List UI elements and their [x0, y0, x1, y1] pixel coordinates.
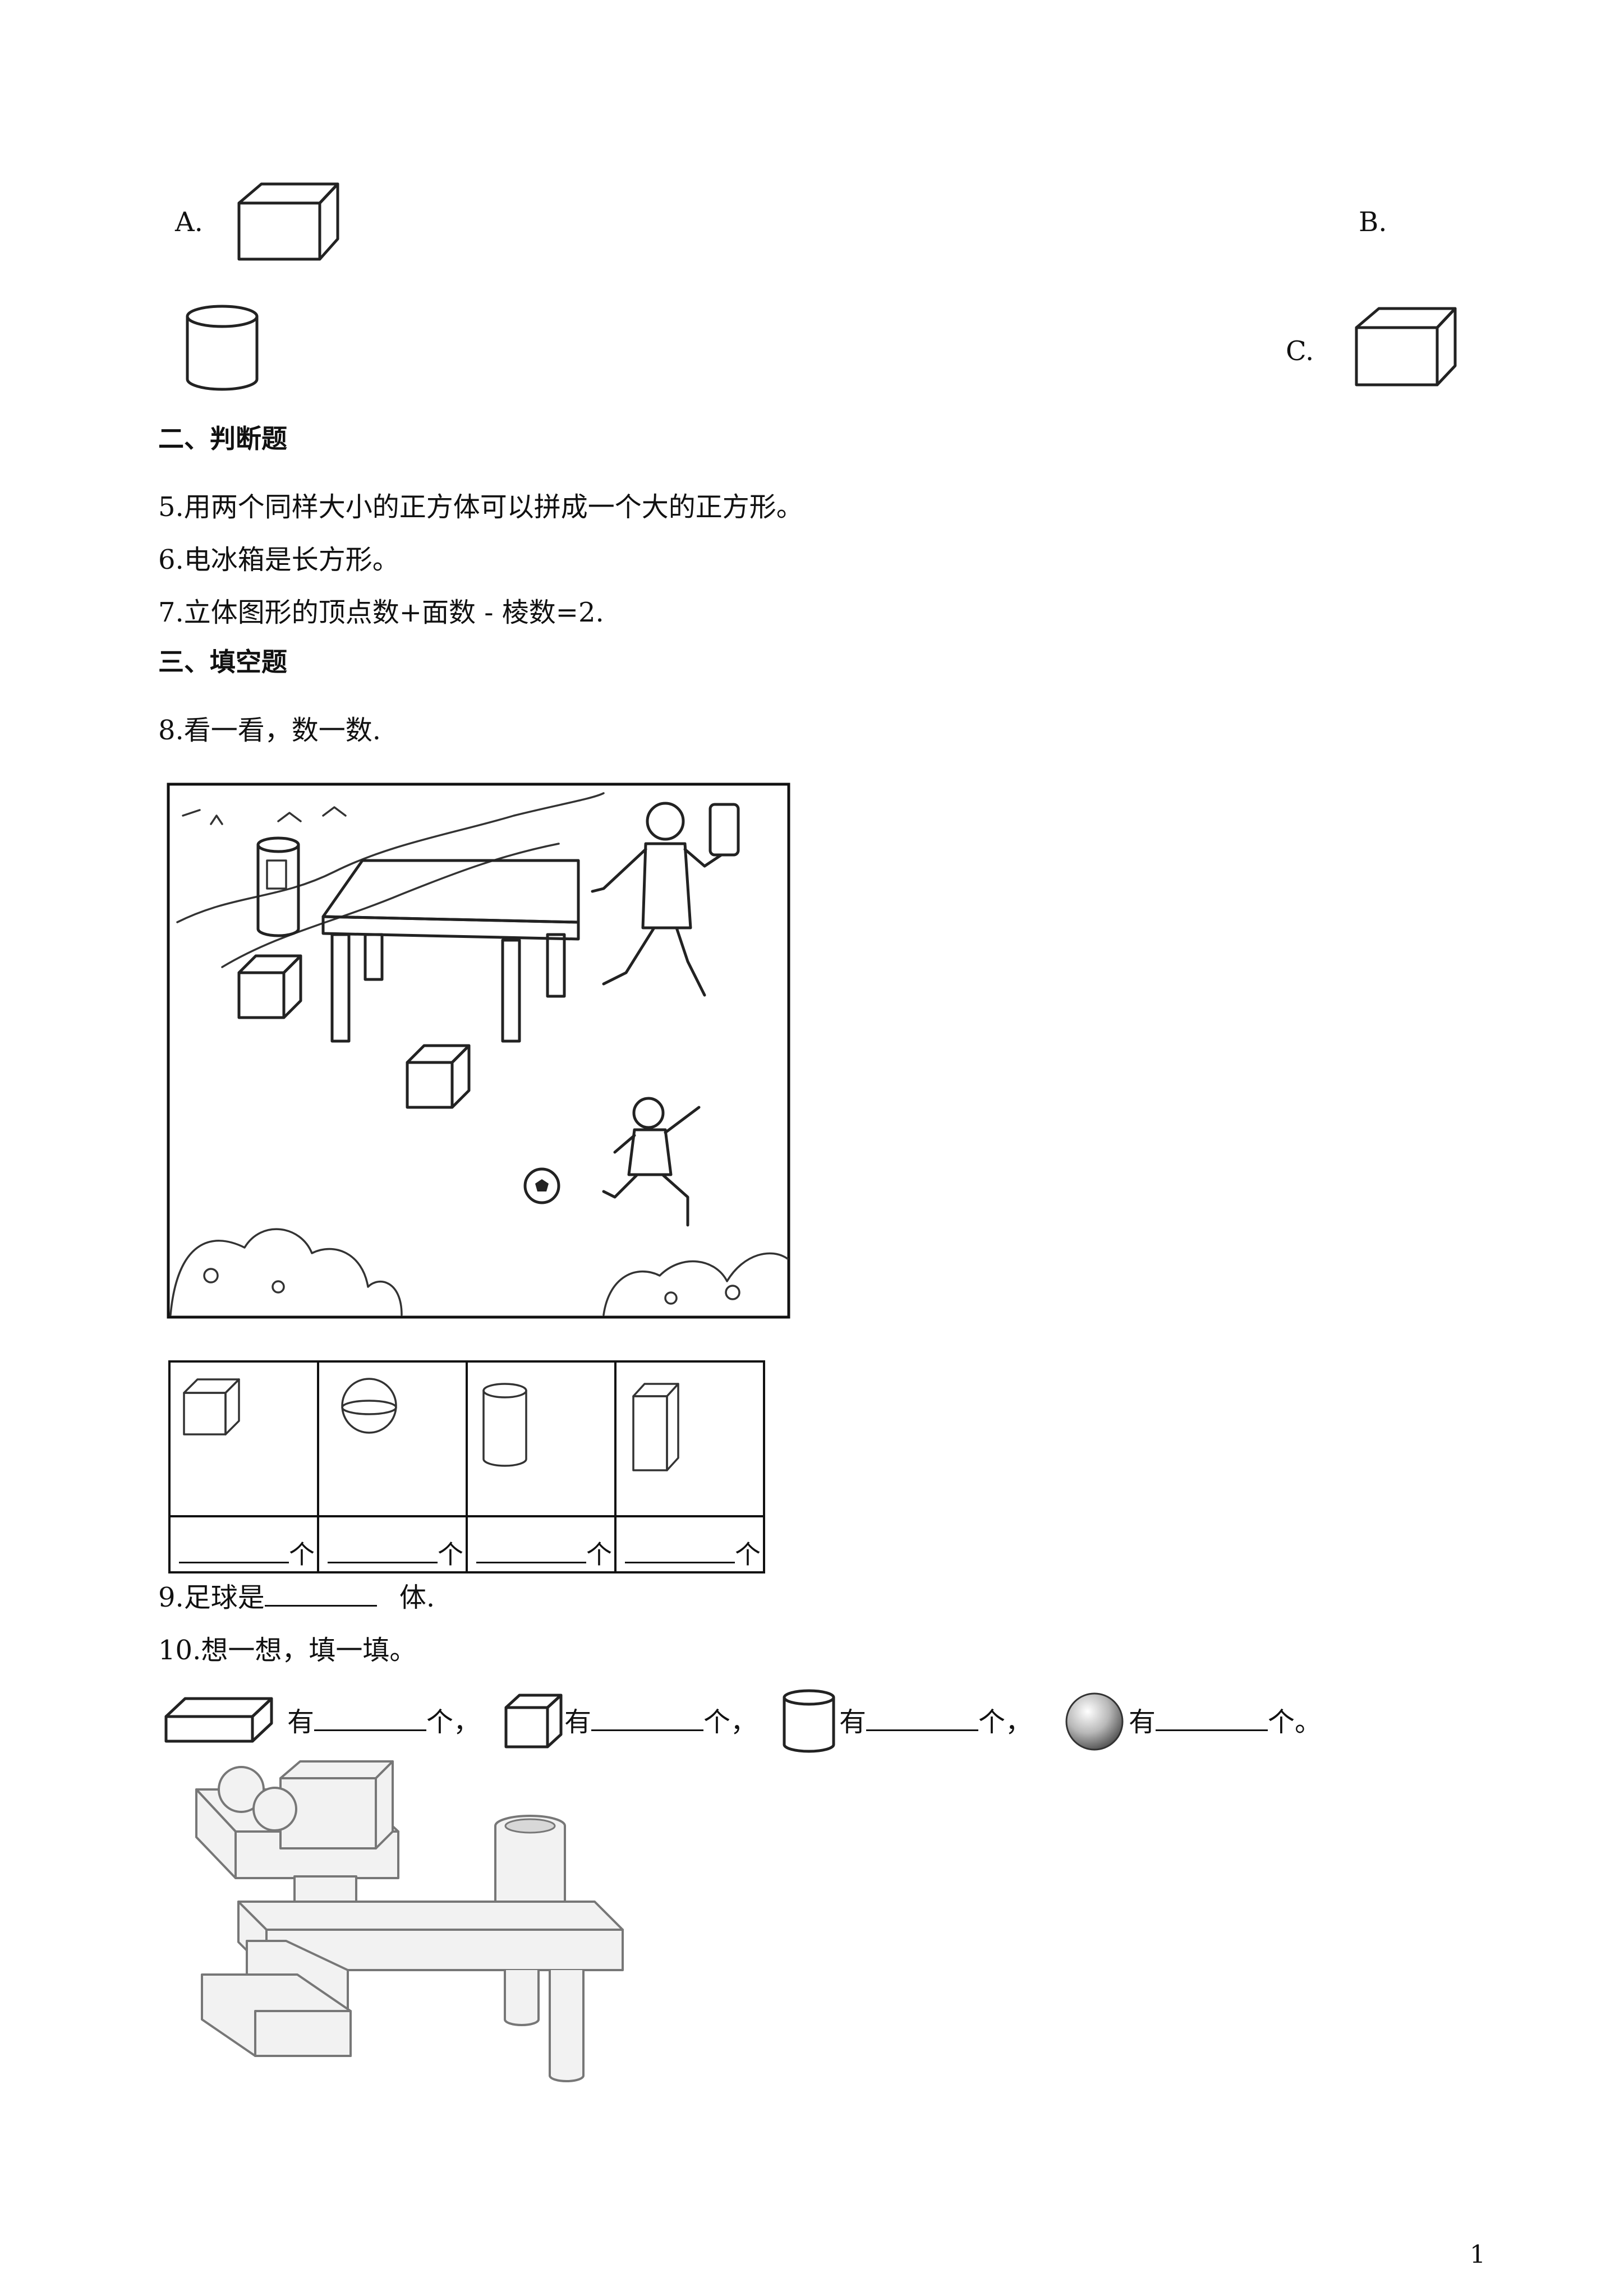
table-cell-sphere	[317, 1360, 468, 1517]
question-9: 9.足球是体.	[158, 1582, 435, 1613]
block-structure-illustration	[195, 1760, 624, 2082]
box-cube	[237, 954, 302, 1019]
page-number: 1	[1470, 2240, 1485, 2269]
box-cube	[406, 1044, 471, 1109]
table-cell-cube	[168, 1360, 319, 1517]
cylinder-icon	[482, 1383, 527, 1467]
option-b-label: B.	[1359, 206, 1387, 238]
q10-item-cylinder: 有个，	[839, 1706, 1033, 1738]
q10-item-cube: 有个，	[564, 1706, 758, 1738]
trash-can-cylinder	[256, 836, 300, 937]
cube-icon	[183, 1378, 240, 1435]
section-heading-judgment: 二、判断题	[158, 424, 287, 454]
table-cell-cuboid	[614, 1360, 765, 1517]
q10-blank-sphere[interactable]	[1156, 1729, 1268, 1731]
answer-cell-cuboid[interactable]: 个	[614, 1515, 765, 1573]
sphere-icon	[1065, 1692, 1124, 1751]
flat-cuboid-icon	[164, 1697, 273, 1743]
q10-item-sphere: 有个。	[1129, 1706, 1322, 1738]
answer-cell-cube[interactable]: 个	[168, 1515, 319, 1573]
park-scene-illustration	[167, 783, 790, 1319]
question-7: 7.立体图形的顶点数+面数 - 棱数=2.	[158, 597, 604, 628]
cube-icon	[237, 182, 339, 261]
man-figure	[591, 802, 740, 997]
cylinder-icon	[783, 1689, 835, 1753]
question-5: 5.用两个同样大小的正方体可以拼成一个大的正方形。	[158, 491, 803, 523]
cuboid-icon	[632, 1383, 679, 1471]
section-heading-fill-in: 三、填空题	[158, 647, 287, 677]
question-8: 8.看一看，数一数.	[158, 715, 381, 746]
cube-icon	[504, 1694, 563, 1749]
q10-blank-cube[interactable]	[591, 1729, 704, 1731]
table	[321, 859, 580, 1043]
option-c-label: C.	[1286, 335, 1314, 367]
cube-icon	[1355, 307, 1457, 386]
question-10: 10.想一想，填一填。	[158, 1635, 417, 1666]
question-6: 6.电冰箱是长方形。	[158, 544, 399, 576]
soccer-ball-icon	[523, 1167, 560, 1204]
table-cell-cylinder	[466, 1360, 617, 1517]
option-a-label: A.	[175, 206, 203, 238]
q9-answer-blank[interactable]	[264, 1605, 377, 1607]
answer-cell-cylinder[interactable]: 个	[466, 1515, 617, 1573]
counting-table: 个 个 个 个	[168, 1360, 765, 1573]
cylinder-icon	[186, 305, 259, 391]
boy-figure	[602, 1097, 701, 1227]
q10-blank-cylinder[interactable]	[866, 1729, 979, 1731]
q10-item-flat-cuboid: 有个，	[287, 1706, 481, 1738]
q10-blank-flat-cuboid[interactable]	[314, 1729, 427, 1731]
answer-cell-sphere[interactable]: 个	[317, 1515, 468, 1573]
sphere-icon	[341, 1378, 397, 1434]
